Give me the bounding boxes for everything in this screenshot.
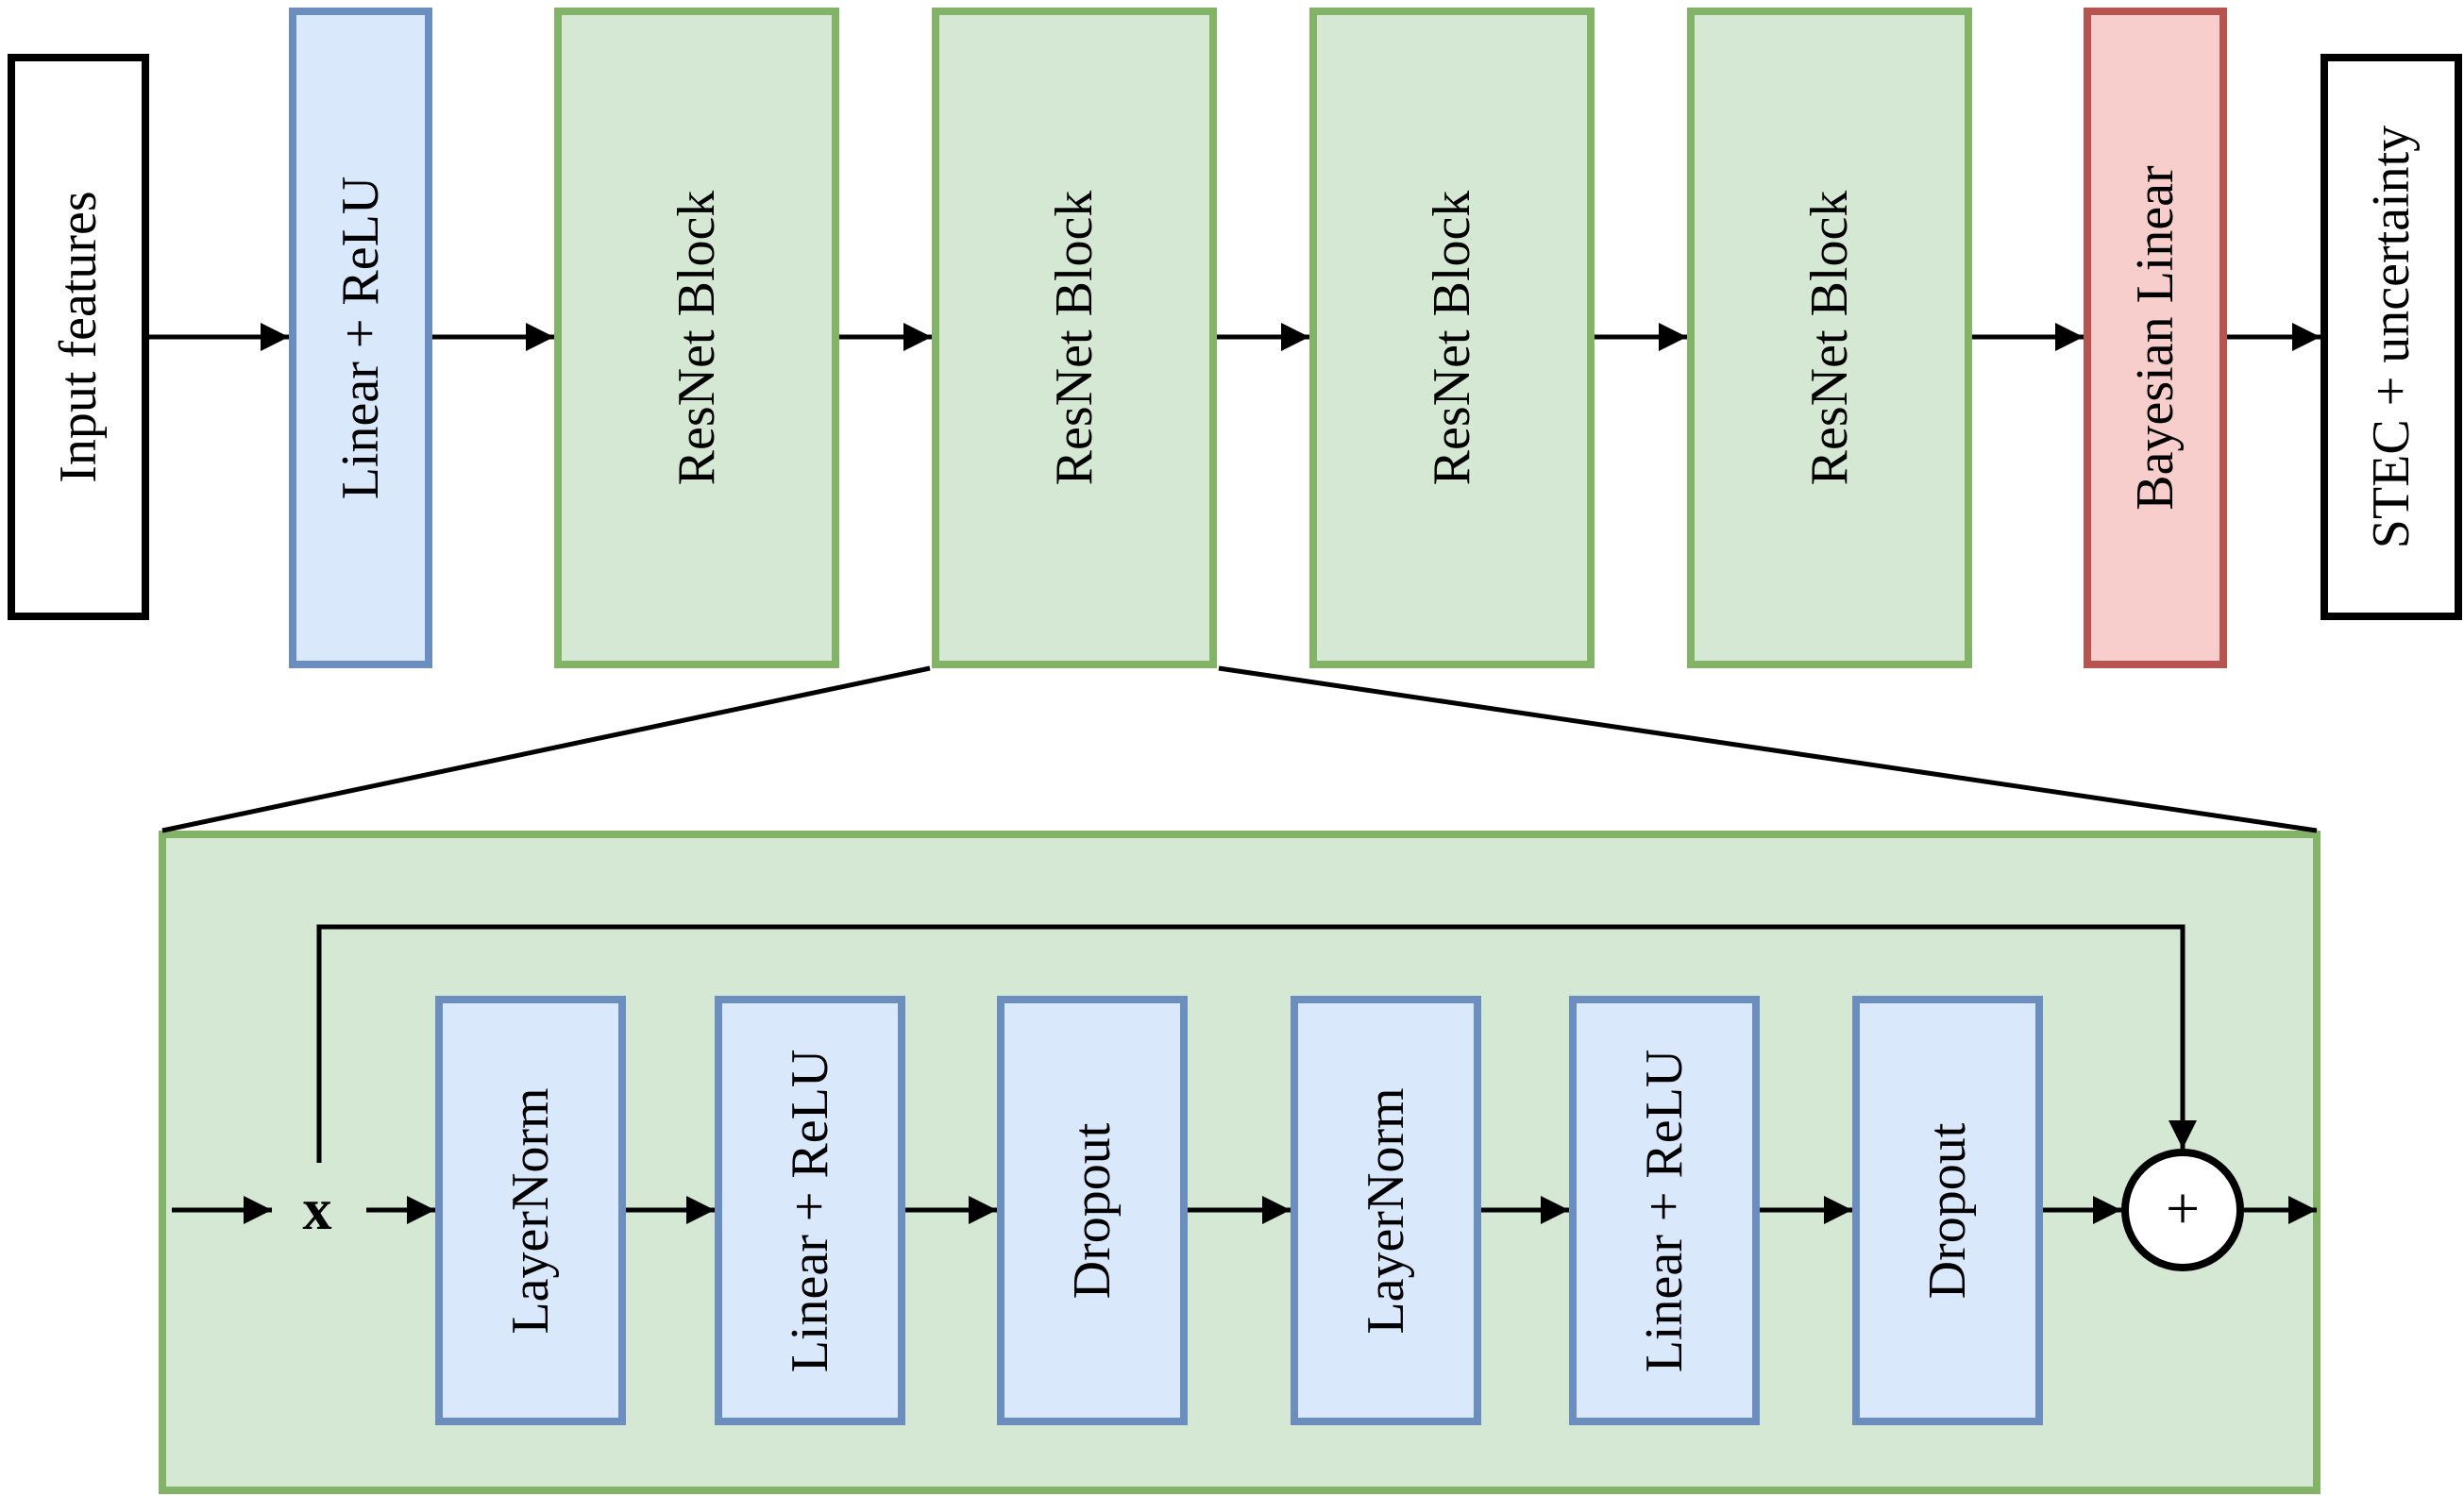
zoom-line-left: [161, 665, 931, 833]
block-linear-relu: Linear + ReLU: [289, 8, 432, 668]
detail-layernorm-1: LayerNorm: [435, 996, 626, 1425]
skip-connection: [316, 924, 2197, 1163]
block-resnet-4: ResNet Block: [1687, 8, 1972, 668]
sum-node: +: [2121, 1149, 2244, 1271]
block-bayesian-linear: Bayesian Linear: [2084, 8, 2227, 668]
block-resnet-3: ResNet Block: [1309, 8, 1595, 668]
detail-linear-relu-2: Linear + ReLU: [1569, 996, 1760, 1425]
block-resnet-2: ResNet Block: [932, 8, 1217, 668]
block-input-features: Input features: [8, 54, 149, 620]
input-x-symbol: x: [302, 1178, 332, 1242]
zoom-line-right: [1218, 665, 2318, 833]
detail-layernorm-2: LayerNorm: [1291, 996, 1481, 1425]
detail-dropout-2: Dropout: [1852, 996, 2043, 1425]
detail-dropout-1: Dropout: [997, 996, 1188, 1425]
detail-linear-relu-1: Linear + ReLU: [715, 996, 905, 1425]
block-resnet-1: ResNet Block: [554, 8, 839, 668]
plus-symbol: +: [2165, 1174, 2201, 1242]
block-stec-uncertainty: STEC + uncertainty: [2321, 54, 2462, 620]
